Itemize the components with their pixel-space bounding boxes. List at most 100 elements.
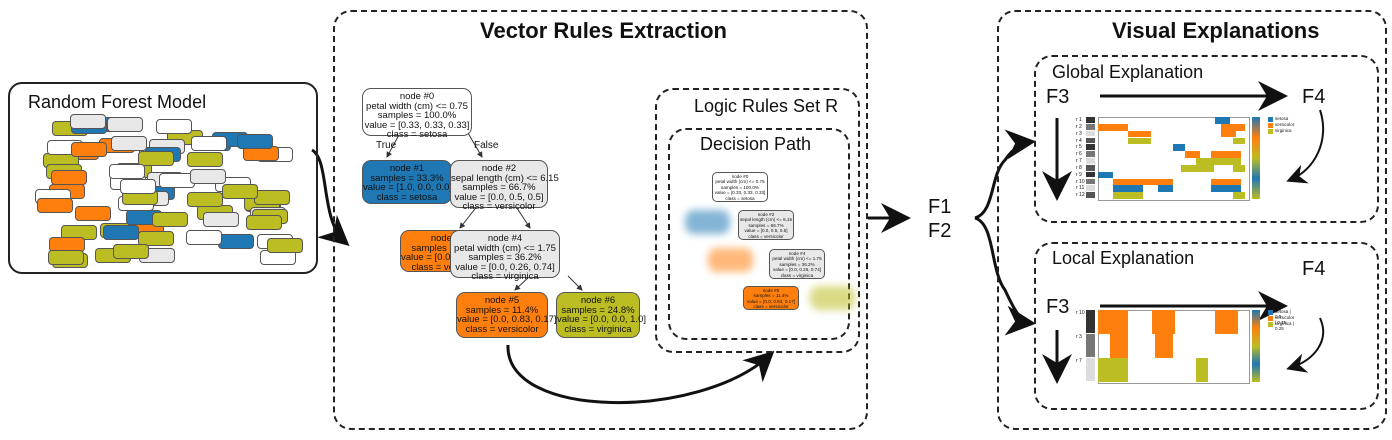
- row-label: r 3: [1076, 130, 1082, 137]
- rule-cell[interactable]: [1185, 151, 1200, 158]
- rule-cell[interactable]: [1195, 158, 1214, 165]
- legend-swatch: [1268, 316, 1273, 321]
- forest-node: [221, 184, 258, 200]
- forest-node: [137, 231, 174, 247]
- rule-cell[interactable]: [1221, 130, 1236, 138]
- node-line: class = versicolor: [411, 261, 485, 273]
- row-label: r 11: [1076, 185, 1085, 192]
- feature-grid: [1098, 117, 1250, 201]
- coverage-cell: [1086, 137, 1095, 144]
- row-label: r 5: [1076, 144, 1082, 151]
- rule-cell[interactable]: [1215, 117, 1230, 124]
- rule-cell[interactable]: [1210, 185, 1241, 193]
- rule-cell[interactable]: [1221, 123, 1245, 131]
- rule-cell[interactable]: [1233, 164, 1245, 172]
- local-f4: F4: [1302, 258, 1326, 280]
- legend-label: virginica: [1275, 128, 1292, 133]
- random-forest-title: Random Forest Model: [28, 92, 207, 112]
- node-line: value = [0.0, 0.5, 0.5]: [454, 191, 544, 203]
- rule-cell[interactable]: [1098, 171, 1113, 179]
- arrow-node5-to-rules: [506, 344, 775, 404]
- legend-label: versicolor | 0.75: [1275, 315, 1295, 325]
- rule-cell[interactable]: [1128, 130, 1151, 138]
- row-label: r 10: [1076, 310, 1085, 316]
- forest-node: [236, 134, 273, 150]
- row-label: r 7: [1076, 158, 1082, 164]
- legend-label: versicolor: [1275, 122, 1295, 127]
- rule-cell[interactable]: [1128, 137, 1151, 145]
- edge-label-false: False: [474, 140, 499, 151]
- node-line: node #4: [487, 233, 523, 244]
- rule-cell[interactable]: [1113, 178, 1173, 186]
- forest-node: [112, 244, 149, 260]
- node-line: samples = 36.2%: [468, 252, 542, 263]
- coverage-cell: [1086, 130, 1095, 137]
- node-line: value = [0.0, 0.26, 0.74]: [455, 261, 555, 273]
- random-forest-panel: Random Forest Model: [8, 82, 318, 274]
- node-line: class = setosa: [376, 191, 438, 203]
- row-label: r 2: [1076, 123, 1082, 130]
- rule-cell[interactable]: [1195, 358, 1208, 382]
- rule-cell[interactable]: [1173, 144, 1185, 152]
- decision-path-panel: [668, 128, 850, 340]
- rule-cell[interactable]: [1180, 164, 1214, 172]
- forest-node: [102, 224, 139, 240]
- node-line: value = [0.0, 0.0, 1.0]: [557, 314, 646, 325]
- rule-cell[interactable]: [1215, 310, 1238, 334]
- forest-node: [70, 114, 107, 130]
- rule-cell[interactable]: [1098, 123, 1128, 131]
- rule-cell[interactable]: [1210, 178, 1241, 186]
- forest-node: [185, 230, 222, 246]
- coverage-cell: [1086, 310, 1095, 333]
- rule-cell[interactable]: [1158, 185, 1173, 193]
- node-line: samples = 30.5%: [411, 242, 485, 254]
- forest-node: [107, 117, 144, 133]
- legend-swatch: [1268, 322, 1273, 327]
- row-label: r 7: [1076, 358, 1082, 364]
- forest-node: [186, 151, 223, 167]
- local-explanation-title: Local Explanation: [1052, 248, 1195, 268]
- local-explanation-panel: [1034, 242, 1379, 410]
- forest-node: [51, 170, 88, 186]
- forest-node: [186, 191, 223, 207]
- node-line: node #2: [481, 163, 517, 174]
- forest-node: [156, 118, 193, 134]
- rule-cell[interactable]: [1098, 358, 1128, 382]
- node-line: samples = 66.7%: [462, 182, 536, 193]
- node-line: sepal length (cm) <= 6.15: [451, 172, 559, 184]
- certainty-column: [1252, 310, 1260, 382]
- global-f4: F4: [1302, 86, 1326, 108]
- rule-cell[interactable]: [1155, 334, 1173, 358]
- legend-swatch: [1268, 117, 1273, 122]
- decision-path-title: Decision Path: [700, 134, 812, 154]
- forest-node: [71, 142, 108, 158]
- rule-cell[interactable]: [1233, 192, 1245, 199]
- rule-cell[interactable]: [1210, 151, 1241, 158]
- global-f3: F3: [1046, 86, 1070, 108]
- legend-label: setosa | 0.0: [1275, 309, 1291, 319]
- forest-node: [246, 215, 283, 231]
- forest-node: [110, 135, 147, 151]
- global-explanation-panel: [1034, 55, 1379, 223]
- logic-rules-title: Logic Rules Set R: [694, 96, 839, 116]
- rule-cell[interactable]: [1152, 310, 1175, 334]
- coverage-cell: [1086, 151, 1095, 157]
- rule-cell[interactable]: [1210, 158, 1241, 165]
- rule-cell[interactable]: [1233, 137, 1245, 145]
- edge-label-true: True: [376, 140, 397, 151]
- rule-cell[interactable]: [1113, 185, 1143, 193]
- local-f3: F3: [1046, 296, 1070, 318]
- rule-cell[interactable]: [1098, 310, 1128, 334]
- rule-cell[interactable]: [1110, 334, 1128, 358]
- node-line: petal width (cm) <= 1.75: [454, 242, 556, 254]
- legend-swatch: [1268, 129, 1273, 134]
- rule-cell[interactable]: [1113, 192, 1143, 199]
- blurred-node: [708, 248, 753, 272]
